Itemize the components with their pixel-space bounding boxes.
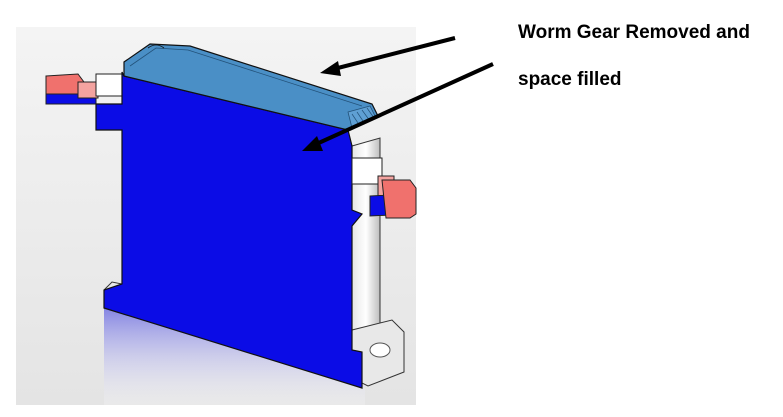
arrow-2-shaft: [311, 62, 494, 148]
floor-reflection: [104, 305, 365, 405]
servo-body-front: [95, 71, 363, 389]
top-divot: [147, 44, 165, 49]
arrow-1-head: [320, 61, 341, 76]
right-shaft-red-tip: [381, 179, 417, 219]
arrow-1-shaft: [329, 36, 456, 72]
annotation-line-1: Worm Gear Removed and: [518, 22, 750, 43]
arrow-2-head: [302, 136, 323, 151]
right-bearing-boss: [351, 157, 383, 185]
annotation-line-2: space filled: [518, 69, 622, 90]
left-bearing-boss: [95, 73, 125, 97]
mounting-hole-right: [369, 342, 391, 358]
top-edge-line: [129, 47, 363, 107]
left-shaft-collar: [77, 81, 99, 99]
